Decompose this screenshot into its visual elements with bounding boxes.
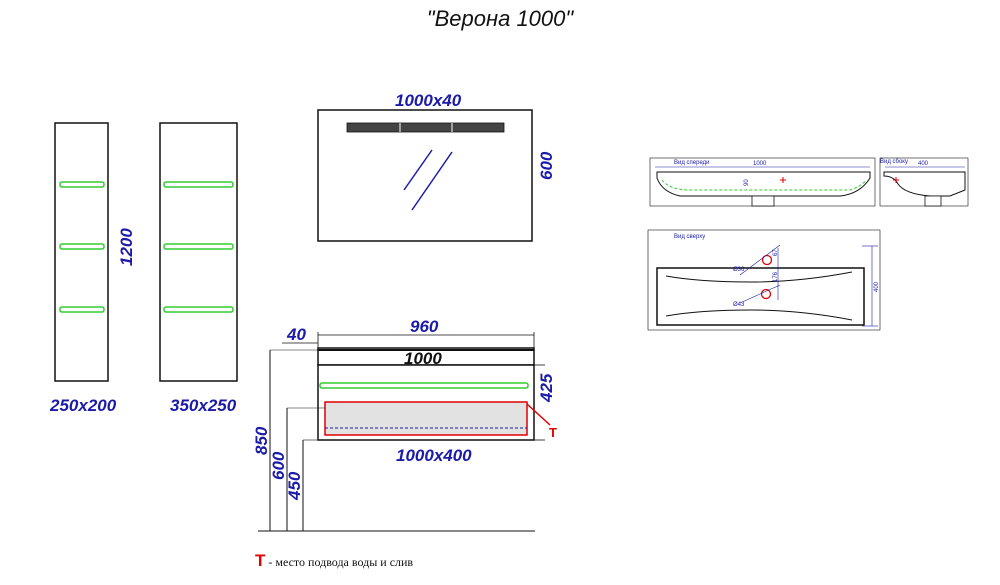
led-shelf bbox=[59, 306, 105, 313]
washbasin-width-label: 1000 bbox=[404, 349, 442, 368]
cabinet-size-label: 1000x400 bbox=[396, 446, 472, 465]
pencil-case-height-label: 1200 bbox=[117, 228, 136, 266]
top-view-depth: 400 bbox=[874, 281, 880, 292]
cabinet-width-label: 960 bbox=[410, 317, 439, 336]
side-view-caption: Вид сбоку bbox=[880, 159, 908, 165]
basin-top-view bbox=[647, 229, 881, 331]
mirror bbox=[317, 109, 533, 242]
pencil-case-large bbox=[159, 122, 238, 382]
pencil-case-small-label: 250x200 bbox=[49, 396, 117, 415]
top-view-dim-67: 67 bbox=[773, 249, 779, 256]
top-view-caption: Вид сверху bbox=[674, 234, 705, 240]
drawer bbox=[324, 401, 528, 436]
faucet-hole-diameter: Ø36 bbox=[733, 267, 745, 273]
mirror-reflection-line bbox=[411, 151, 453, 211]
front-view-depth: 90 bbox=[744, 179, 750, 186]
front-view-caption: Вид спереди bbox=[674, 160, 710, 166]
side-view-width: 400 bbox=[918, 161, 929, 167]
height-850-label: 850 bbox=[252, 426, 271, 455]
led-shelf bbox=[59, 181, 105, 188]
height-600-label: 600 bbox=[269, 451, 288, 480]
mirror-width-label: 1000x40 bbox=[395, 91, 462, 110]
basin-side-view bbox=[879, 157, 969, 207]
pencil-case-large-label: 350x250 bbox=[170, 396, 237, 415]
mirror-reflection-line bbox=[403, 149, 433, 191]
led-shelf bbox=[163, 306, 234, 313]
legend: T - место подвода воды и слив bbox=[255, 551, 413, 571]
led-shelf bbox=[59, 243, 105, 250]
cabinet-offset-label: 40 bbox=[286, 325, 306, 344]
led-shelf bbox=[163, 243, 234, 250]
faucet-hole bbox=[761, 254, 773, 266]
vanity-cabinet bbox=[258, 332, 551, 532]
cabinet-led bbox=[319, 382, 529, 389]
led-shelf bbox=[163, 181, 234, 188]
top-view-dim-176: 176 bbox=[773, 271, 779, 282]
height-450-label: 450 bbox=[285, 471, 304, 501]
drawing-title: "Верона 1000" bbox=[426, 6, 574, 31]
front-view-width: 1000 bbox=[753, 161, 767, 167]
connection-marker: T bbox=[549, 425, 557, 440]
legend-marker: T bbox=[255, 551, 266, 570]
basin-front-view bbox=[649, 157, 876, 207]
mirror-height-label: 600 bbox=[537, 151, 556, 180]
cabinet-height-label: 425 bbox=[537, 373, 556, 403]
legend-text: - место подвода воды и слив bbox=[268, 555, 414, 569]
drain-hole bbox=[760, 288, 772, 300]
pencil-case-small bbox=[54, 122, 109, 382]
drain-hole-diameter: Ø43 bbox=[733, 302, 745, 308]
mirror-lamp bbox=[346, 122, 505, 133]
